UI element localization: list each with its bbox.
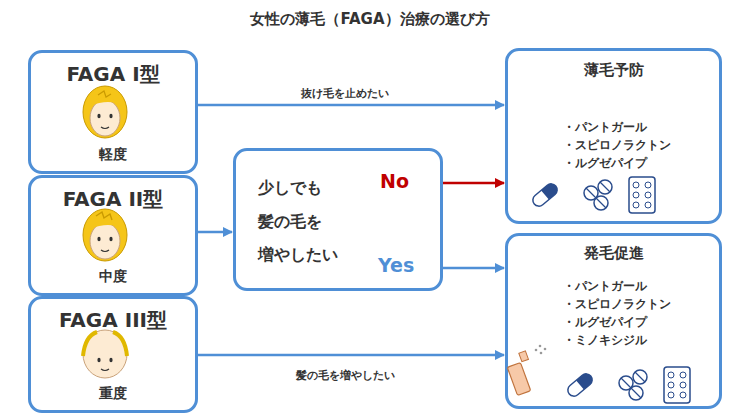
box-text: ・ルグゼパイプ xyxy=(563,314,647,331)
box-heading: FAGA I型 xyxy=(31,61,195,88)
box-heading: FAGA II型 xyxy=(31,186,195,213)
face-icon xyxy=(83,86,127,138)
face-icon xyxy=(83,209,127,261)
box-text: ・スピロノラクトン xyxy=(563,296,671,313)
type-box: FAGA I型軽度 xyxy=(28,50,198,174)
diagram-title: 女性の薄毛（FAGA）治療の選び方 xyxy=(0,10,740,29)
box-text: ・ルグゼパイプ xyxy=(563,155,647,172)
box-heading: 発毛促進 xyxy=(508,244,719,263)
box-heading: 薄毛予防 xyxy=(508,61,719,80)
edge-label: Yes xyxy=(376,254,416,276)
face-icon xyxy=(83,330,127,378)
arrow-connector xyxy=(443,182,504,185)
box-text: 軽度 xyxy=(31,146,195,164)
box-text: 重度 xyxy=(31,385,195,403)
type-box: FAGA III型重度 xyxy=(28,296,198,413)
treatment-box: 発毛促進・パントガール・スピロノラクトン・ルグゼパイプ・ミノキシジル xyxy=(505,233,722,409)
box-text: ・パントガール xyxy=(563,278,647,295)
thin-hair-mark xyxy=(96,212,112,220)
box-text: ・スピロノラクトン xyxy=(563,137,671,154)
box-heading: 少しでも 髪の毛を 増やしたい xyxy=(258,171,368,272)
arrow-connector xyxy=(198,354,504,357)
box-text: ・ミノキシジル xyxy=(563,332,647,349)
box-text: 中度 xyxy=(31,268,195,286)
medicine-icons xyxy=(530,177,655,213)
box-text: ・パントガール xyxy=(563,119,647,136)
treatment-box: 薄毛予防・パントガール・スピロノラクトン・ルグゼパイプ xyxy=(505,48,722,224)
spray-icon xyxy=(507,345,546,396)
medicine-icons xyxy=(565,367,690,403)
edge-label: 髪の毛を増やしたい xyxy=(294,368,397,383)
arrow-connector xyxy=(198,231,232,234)
edge-label: 抜け毛を止めたい xyxy=(299,86,391,101)
edge-label: No xyxy=(378,170,411,192)
arrow-connector xyxy=(443,267,504,270)
box-heading: FAGA III型 xyxy=(31,307,195,334)
thin-hair-mark xyxy=(98,91,111,97)
arrow-connector xyxy=(198,104,504,107)
type-box: FAGA II型中度 xyxy=(28,175,198,296)
